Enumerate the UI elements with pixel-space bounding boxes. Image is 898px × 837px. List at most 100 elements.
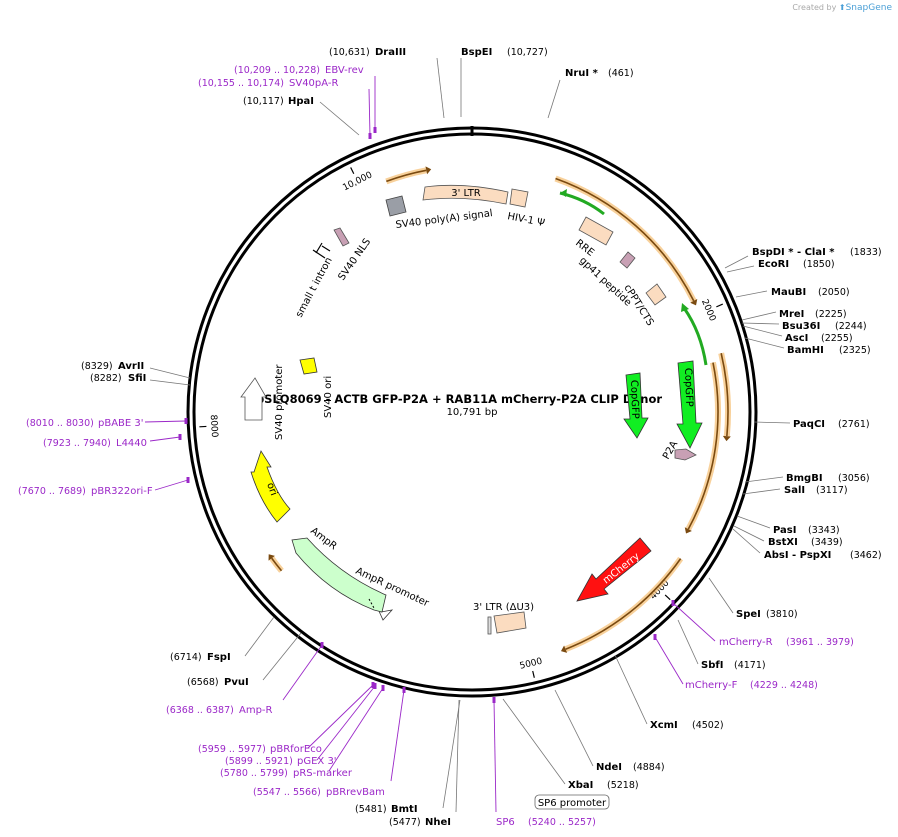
orf-arrow-2[interactable] — [720, 353, 729, 437]
primer-sv40pa-r[interactable]: SV40pA-R — [289, 78, 338, 89]
copgfp1-label: CopGFP — [628, 380, 640, 419]
primer-l4440[interactable]: L4440 — [116, 438, 147, 449]
sv40-nls-feature[interactable] — [333, 227, 350, 247]
enzyme-leader-line — [677, 619, 699, 665]
enz-pasi[interactable]: PasI — [773, 525, 796, 536]
enz-bspdi-clai[interactable]: BspDI * - ClaI * — [752, 247, 835, 258]
enzyme-leader-line — [736, 515, 771, 529]
enzyme-leader-line — [733, 525, 765, 542]
enz-avrii[interactable]: AvrII — [118, 361, 144, 372]
enz-bstxi[interactable]: BstXI — [768, 537, 798, 548]
enz-xcmi[interactable]: XcmI — [650, 720, 678, 731]
sp6-promoter-box[interactable] — [534, 794, 610, 810]
plasmid-size: 10,791 bp — [447, 407, 498, 418]
ampr-feature[interactable] — [291, 537, 387, 613]
primer-leader-line — [368, 88, 371, 137]
enz-mrei[interactable]: MreI — [779, 309, 804, 320]
enz-draiii[interactable]: DraIII — [375, 47, 406, 58]
sv40-ori-feature[interactable] — [299, 357, 318, 375]
enzyme-leader-line — [442, 699, 461, 809]
enzyme-leader-line — [753, 421, 791, 424]
primer-pbr322ori-f[interactable]: pBR322ori-F — [91, 486, 153, 497]
primer-pbabe3[interactable]: pBABE 3' — [98, 418, 144, 429]
copgfp1-feature[interactable] — [623, 372, 649, 439]
primer-ebv-rev[interactable]: EBV-rev — [325, 65, 364, 76]
ampr-dashes — [368, 598, 375, 609]
primer-leader-line — [154, 479, 189, 491]
primer-mcherry-r-range: (3961 .. 3979) — [786, 637, 854, 648]
primer-sv40pa-r-range: (10,155 .. 10,174) — [198, 78, 284, 89]
sv40-promoter-feature[interactable] — [240, 377, 267, 421]
enz-bsu36i-pos: (2244) — [835, 321, 867, 332]
primer-pbrrevbam[interactable]: pBRrevBam — [326, 787, 385, 798]
sv40-polya-feature[interactable] — [385, 195, 407, 217]
enz-bamhi[interactable]: BamHI — [787, 345, 824, 356]
orf-arrow-5[interactable] — [271, 557, 283, 572]
enz-maubi[interactable]: MauBI — [771, 287, 806, 298]
enzyme-leader-line — [726, 265, 755, 273]
enz-xbai[interactable]: XbaI — [568, 780, 593, 791]
cppt-green-arrow[interactable] — [682, 307, 708, 366]
enzyme-leader-line — [149, 379, 191, 386]
tick-mark — [716, 303, 724, 308]
mcherry-feature[interactable] — [576, 537, 652, 602]
enz-bspei[interactable]: BspEI — [461, 47, 492, 58]
primer-leader-line — [654, 636, 684, 685]
orf-arrow-6[interactable] — [386, 169, 427, 183]
p2a-feature[interactable] — [674, 448, 697, 461]
enz-bmgbi-pos: (3056) — [838, 473, 870, 484]
enz-absi-pspxi[interactable]: AbsI - PspXI — [764, 550, 831, 561]
enz-nhei[interactable]: NheI — [425, 817, 451, 828]
tick-mark — [350, 167, 355, 174]
primer-mcherry-r[interactable]: mCherry-R — [719, 637, 773, 648]
orf-arrow-1[interactable] — [555, 177, 695, 302]
primer-prs-marker-range: (5780 .. 5799) — [220, 768, 288, 779]
orf-arrow-3[interactable] — [687, 362, 719, 530]
primer-pbrforeco[interactable]: pBRforEco — [270, 744, 322, 755]
enz-bsu36i[interactable]: Bsu36I — [782, 321, 820, 332]
primer-mcherry-f-range: (4229 .. 4248) — [750, 680, 818, 691]
enz-sali[interactable]: SalI — [784, 485, 805, 496]
enz-ecori[interactable]: EcoRI — [758, 259, 789, 270]
primer-mcherry-f[interactable]: mCherry-F — [685, 680, 738, 691]
enz-fspi[interactable]: FspI — [207, 652, 231, 663]
rre-feature[interactable] — [578, 216, 614, 246]
enzyme-leader-line — [502, 698, 566, 785]
enz-bmgbi[interactable]: BmgBI — [786, 473, 823, 484]
enzyme-leader-line — [741, 311, 777, 321]
enz-nrui-pos: (461) — [608, 68, 634, 79]
primer-leader-line — [316, 685, 376, 761]
primer-leader-line — [307, 684, 374, 749]
ltr3-du3-feature[interactable] — [493, 611, 527, 634]
primer-l4440-range: (7923 .. 7940) — [43, 438, 111, 449]
enz-paqci[interactable]: PaqCI — [793, 419, 825, 430]
enz-bstxi-pos: (3439) — [811, 537, 843, 548]
copgfp2-feature[interactable] — [676, 360, 703, 449]
ltr3-feature[interactable] — [422, 184, 509, 205]
primer-amp-r[interactable]: Amp-R — [239, 705, 273, 716]
enz-sbfi[interactable]: SbfI — [701, 660, 723, 671]
enz-asci[interactable]: AscI — [785, 333, 808, 344]
primer-pgex3[interactable]: pGEX 3' — [297, 756, 337, 767]
enz-sfii[interactable]: SfiI — [128, 373, 146, 384]
enz-pvui[interactable]: PvuI — [224, 677, 249, 688]
ltr3-du3-small-feature[interactable] — [487, 616, 492, 635]
enz-nrui[interactable]: NruI * — [565, 68, 599, 79]
cppt-feature[interactable] — [645, 283, 667, 306]
gp41-feature[interactable] — [619, 251, 636, 269]
enz-hpai[interactable]: HpaI — [288, 96, 314, 107]
primer-prs-marker[interactable]: pRS-marker — [293, 768, 353, 779]
primer-ebv-rev-range: (10,209 .. 10,228) — [234, 65, 320, 76]
orf-arrow-4-head-icon — [560, 645, 568, 653]
enz-ndei[interactable]: NdeI — [596, 762, 622, 773]
orf-arrow-4[interactable] — [565, 558, 682, 650]
sv40-promoter-label: SV40 promoter — [274, 364, 285, 440]
ori-feature[interactable] — [250, 450, 291, 523]
tick-label: 10,000 — [341, 170, 374, 193]
hiv-psi-feature[interactable] — [509, 188, 529, 208]
enz-fspi-pos: (6714) — [170, 652, 202, 663]
primer-sp6[interactable]: SP6 — [496, 817, 515, 828]
small-t-intron-icon[interactable] — [312, 242, 331, 259]
enz-bmti[interactable]: BmtI — [391, 804, 418, 815]
enz-spei[interactable]: SpeI — [736, 609, 761, 620]
